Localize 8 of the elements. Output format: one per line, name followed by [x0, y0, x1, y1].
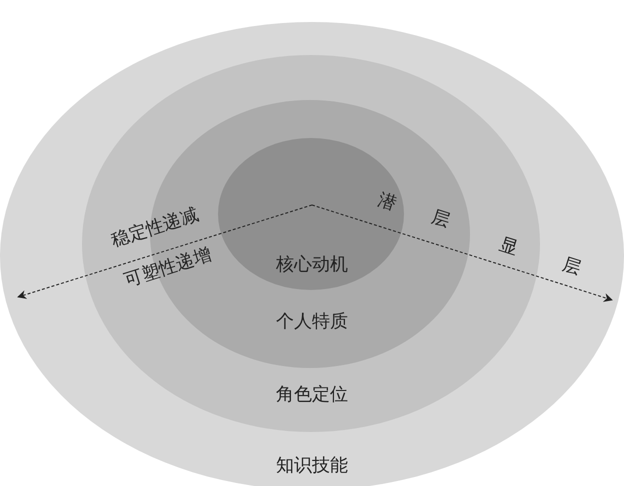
layer-label: 核心动机 [276, 256, 348, 274]
axis-label: 潜层 [374, 188, 488, 242]
axis-label: 显层 [496, 232, 624, 293]
layer-label: 角色定位 [276, 386, 348, 404]
axis-label: 可塑性递增 [122, 246, 214, 290]
layer-ellipse [0, 22, 624, 486]
layer-label: 个人特质 [276, 313, 348, 331]
layer-label: 知识技能 [276, 457, 348, 475]
